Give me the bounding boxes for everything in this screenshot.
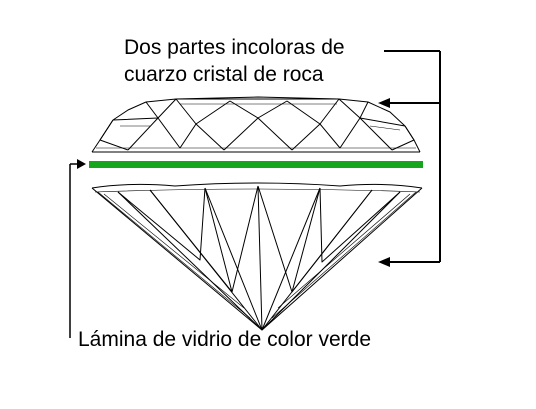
arrow-head-glass-icon bbox=[77, 159, 86, 169]
crystal-label-line-2: cuarzo cristal de roca bbox=[124, 63, 324, 86]
crown-quartz-part bbox=[91, 96, 421, 153]
arrow-head-crown-icon bbox=[378, 98, 390, 108]
crystal-callout bbox=[384, 50, 441, 263]
green-glass-layer bbox=[89, 161, 423, 168]
glass-layer-label: Lámina de vidrio de color verde bbox=[78, 328, 371, 351]
pavilion-quartz-part bbox=[91, 182, 423, 331]
glass-callout bbox=[69, 163, 80, 338]
crystal-label-line-1: Dos partes incoloras de bbox=[124, 36, 345, 59]
arrow-head-pavilion-icon bbox=[378, 257, 390, 267]
